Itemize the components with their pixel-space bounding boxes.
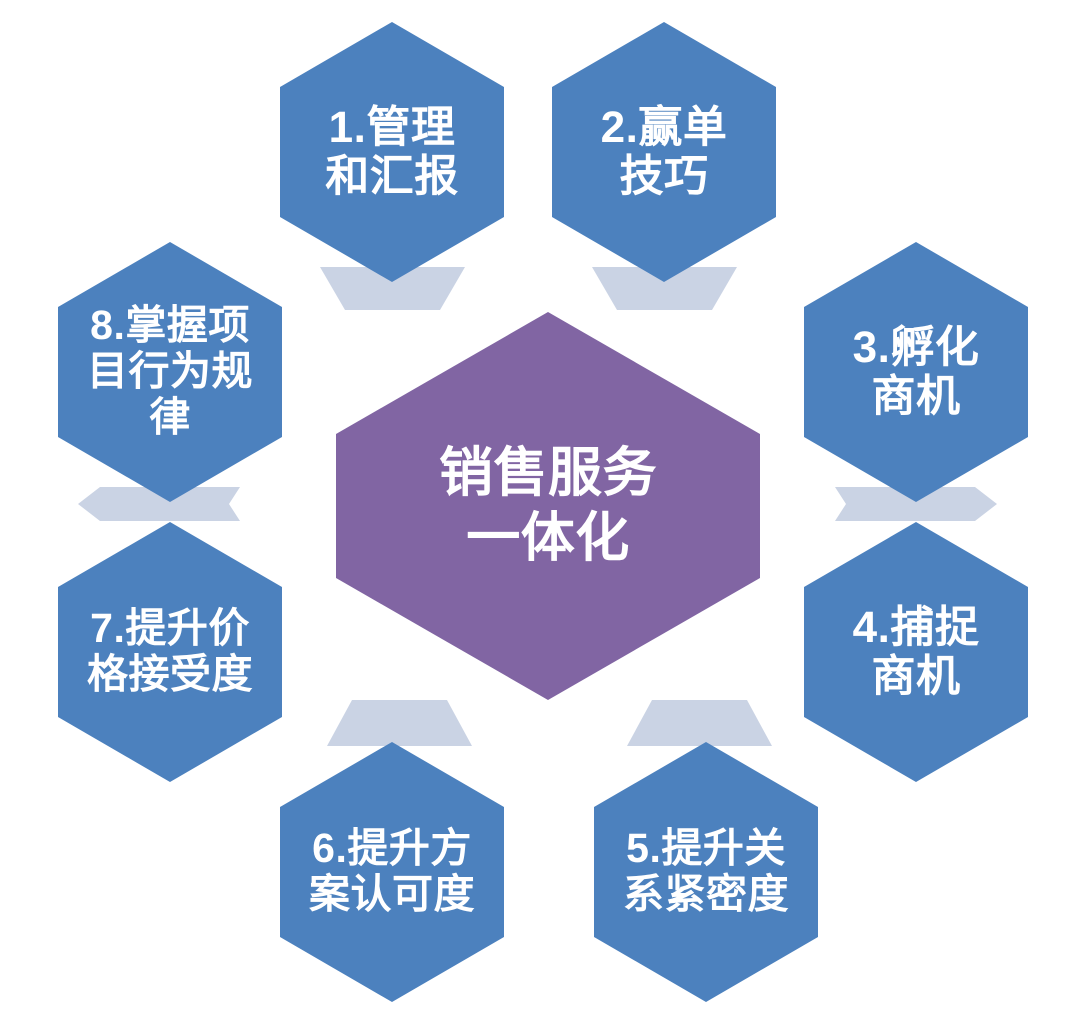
hexagon-node-3[interactable] bbox=[804, 242, 1028, 502]
hexagon-node-6[interactable] bbox=[280, 742, 504, 1002]
hexagon-node-5[interactable] bbox=[594, 742, 818, 1002]
connector-8-to-7 bbox=[78, 487, 240, 521]
hexagon-node-7[interactable] bbox=[58, 522, 282, 782]
connector-2-to-center bbox=[592, 267, 737, 310]
hexagon-node-2[interactable] bbox=[552, 22, 776, 282]
hexagon-node-4[interactable] bbox=[804, 522, 1028, 782]
hexagon-node-1[interactable] bbox=[280, 22, 504, 282]
hexagon-node-8[interactable] bbox=[58, 242, 282, 502]
connector-3-to-4 bbox=[835, 487, 997, 521]
connector-6-to-center bbox=[327, 700, 472, 746]
connector-5-to-center bbox=[627, 700, 772, 746]
hexagon-center[interactable] bbox=[336, 312, 760, 700]
connector-1-to-center bbox=[320, 267, 465, 310]
